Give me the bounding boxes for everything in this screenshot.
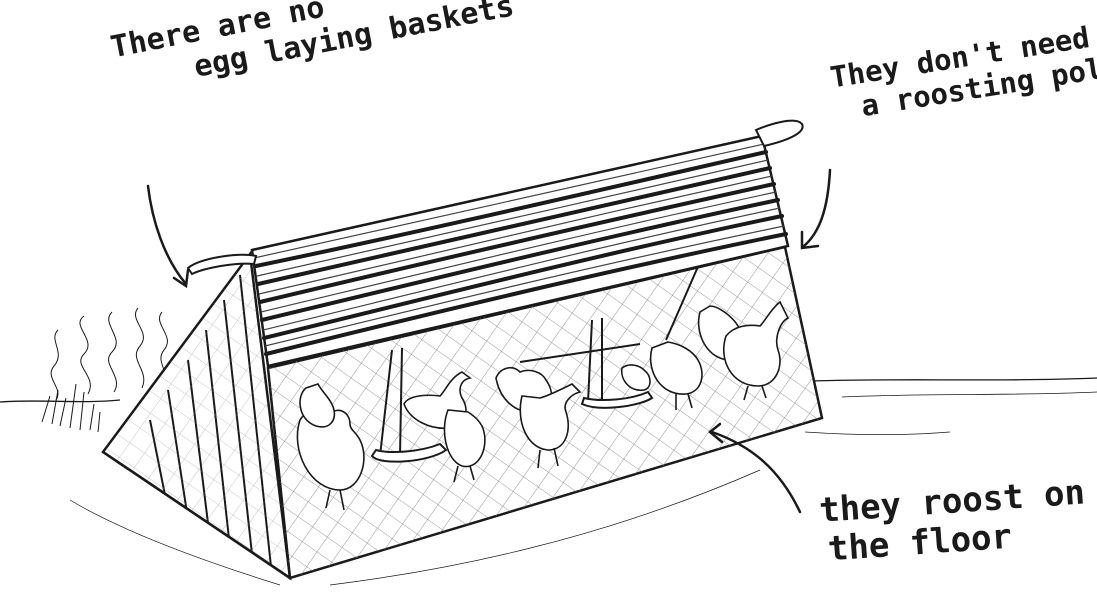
arrow-to-end-wall — [148, 186, 186, 284]
arrow-to-roof-end — [804, 170, 830, 246]
